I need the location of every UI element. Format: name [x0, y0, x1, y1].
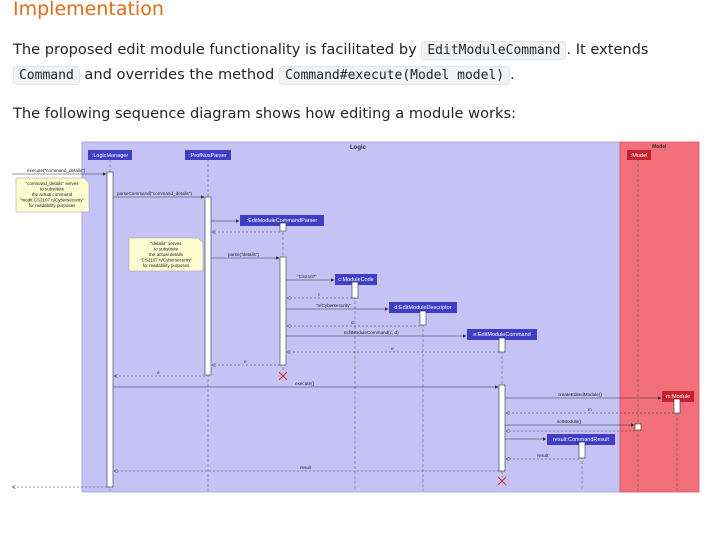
model-frame [619, 141, 700, 493]
participant-module-label: m:Module [666, 394, 690, 400]
participant-module-code [335, 274, 377, 285]
participant-descriptor-label: d:EditModuleDescriptor [394, 305, 451, 311]
participant-module [662, 391, 694, 402]
destroy-command-icon [497, 476, 507, 486]
activation-cmd-parser [279, 256, 287, 366]
activation-command-ctor [498, 337, 506, 353]
activation-module-code [351, 281, 359, 299]
note2-line3: the actual details [149, 252, 184, 257]
participant-result [547, 434, 615, 445]
participant-module-code-label: c:ModuleCode [338, 277, 373, 283]
model-frame-label: Model [652, 144, 667, 150]
paragraph-intro-line1: The proposed edit module functionality i… [13, 40, 649, 61]
intro-mid: and overrides the method [79, 66, 279, 83]
participant-logic-manager-label: :LogicManager [92, 153, 129, 159]
code-command: Command [13, 66, 80, 85]
participant-descriptor [389, 302, 457, 313]
participant-parser [185, 150, 231, 160]
code-edit-module-command: EditModuleCommand [421, 41, 567, 60]
msg-set-module-label: setModule() [557, 419, 582, 424]
msg-result1-label: result [537, 453, 549, 458]
section-heading: Implementation [13, 0, 164, 20]
msg-e2-label: e [244, 359, 247, 364]
msg-n-cyber-label: "n/Cybersecurity" [316, 303, 352, 308]
note2-line1: "details" serves [151, 241, 182, 246]
note1-line3: the actual command [32, 192, 73, 197]
activation-result [578, 441, 586, 459]
intro-end: . [510, 66, 515, 83]
activation-descriptor [419, 310, 427, 326]
participant-model-label: :Model [631, 153, 648, 159]
participant-model [627, 150, 651, 160]
activation-parser [204, 196, 212, 376]
participant-logic-manager [88, 150, 132, 160]
msg-d-label: d [351, 320, 354, 325]
activation-command [498, 384, 506, 472]
participant-cmd-parser-label: :EditModuleCommandParser [247, 218, 318, 224]
msg-c-label: c [318, 292, 321, 297]
paragraph-diagram-caption: The following sequence diagram shows how… [13, 105, 516, 122]
participant-cmd-parser [240, 215, 324, 226]
msg-parse-command-label: parseCommand("command_details") [117, 191, 192, 196]
note1-line5: for readability purposes [29, 203, 77, 208]
intro-text: The proposed edit module functionality i… [13, 41, 422, 58]
msg-parse-details-label: parse("details") [228, 252, 260, 257]
msg-edit-cmd-ctor-label: EditModuleCommand(c, d) [344, 330, 399, 335]
note2-line5: for readability purposes [143, 263, 191, 268]
msg-e1-label: e [391, 346, 394, 351]
code-execute-method: Command#execute(Model model) [278, 66, 511, 85]
intro-tail: . It extends [566, 41, 649, 58]
note1-line4: "medit CS2107 n/Cybersecurity" [20, 198, 85, 203]
msg-m-label: m [588, 407, 592, 412]
msg-cs2107-label: "CS2107" [297, 274, 317, 279]
msg-result2-label: result [300, 465, 312, 470]
sequence-diagram: Logic Model :LogicManager :ProfNusParser… [0, 141, 700, 493]
msg-create-edited-label: createEditedModule() [558, 392, 602, 397]
participant-parser-label: :ProfNusParser [189, 153, 227, 159]
note-details: "details" serves to substitute the actua… [128, 237, 204, 272]
activation-cmd-parser-ctor [279, 222, 287, 232]
note2-line2: to substitute [154, 247, 179, 252]
participant-command-label: e:EditModuleCommand [473, 332, 530, 338]
note2-line4: "CS2107 n/Cybersecurity" [140, 258, 192, 263]
activation-logic-manager [106, 171, 114, 488]
msg-e3-label: e [157, 370, 160, 375]
destroy-cmd-parser-icon [278, 371, 288, 381]
note1-line2: to substitute [40, 187, 65, 192]
msg-execute-cmd-label: execute("command_details") [27, 168, 86, 173]
participant-command [467, 329, 537, 340]
paragraph-intro-line2: Command and overrides the method Command… [13, 65, 515, 86]
logic-frame [81, 141, 621, 493]
msg-execute-label: execute() [295, 381, 315, 386]
note-command-details: "command_details" serves to substitute t… [15, 177, 90, 213]
logic-frame-label: Logic [350, 145, 367, 151]
activation-model [634, 423, 642, 431]
activation-module [673, 398, 681, 414]
note1-line1: "command_details" serves [26, 181, 80, 186]
participant-result-label: result:CommandResult [553, 437, 609, 443]
